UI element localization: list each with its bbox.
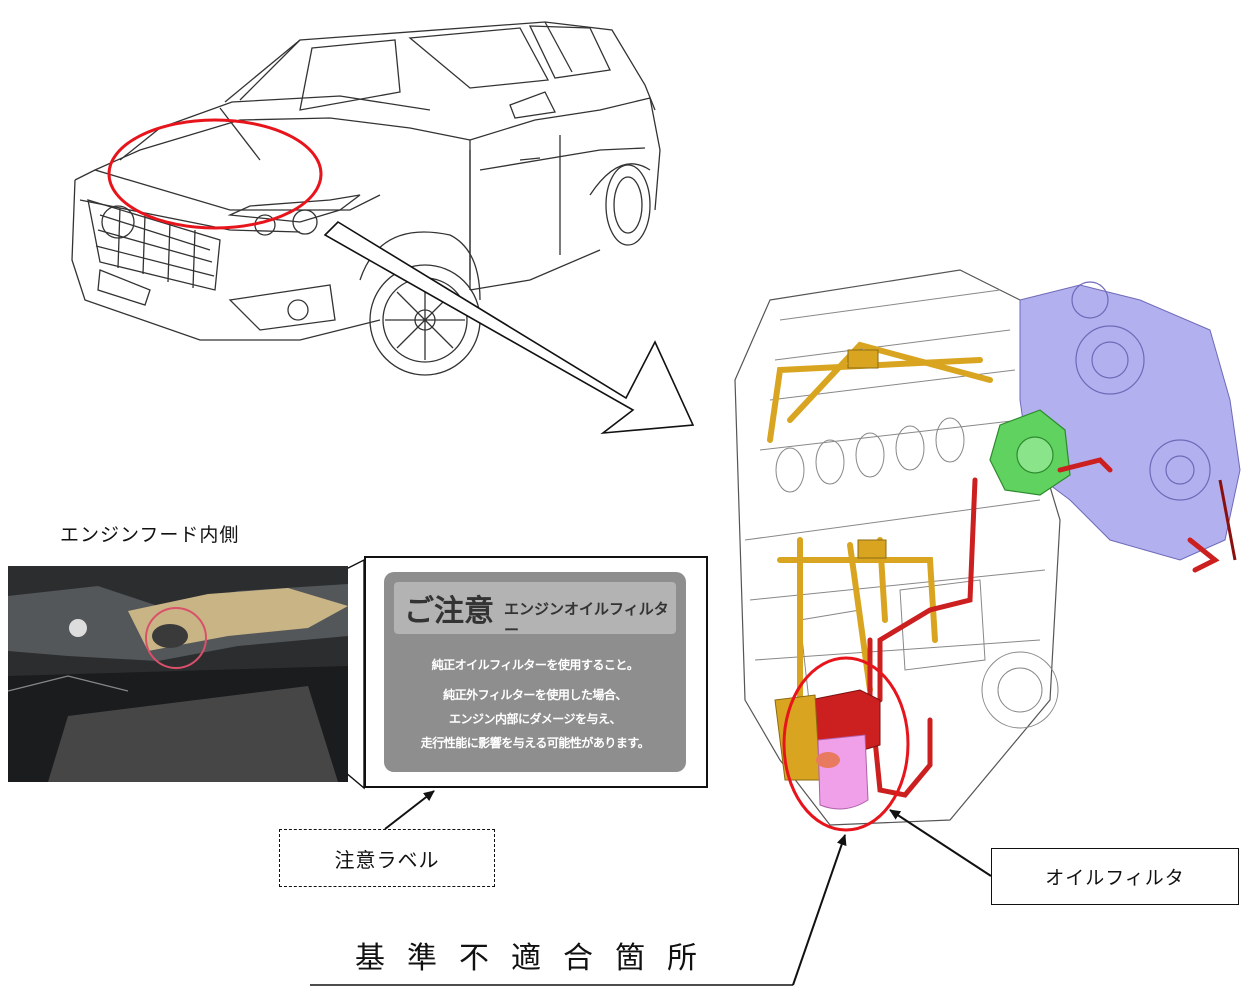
caution-label-plate: ご注意 エンジンオイルフィルター 純正オイルフィルターを使用すること。 純正外フ… [384, 572, 686, 772]
caution-label-subtitle: エンジンオイルフィルター [504, 600, 669, 639]
caution-label-line-3: エンジン内部にダメージを与え、 [449, 712, 621, 726]
caution-label-callout: 注意ラベル [279, 829, 495, 887]
hood-inner-caption: エンジンフード内側 [60, 524, 240, 546]
caution-label-title: ご注意 [404, 594, 494, 629]
caution-label-line-4: 走行性能に影響を与える可能性があります。 [420, 736, 650, 750]
oil-filter-callout: オイルフィルタ [991, 848, 1239, 905]
caution-label-line-1: 純正オイルフィルターを使用すること。 [431, 658, 639, 672]
hood-inner-photo [8, 566, 348, 782]
caution-label-panel: ご注意 エンジンオイルフィルター 純正オイルフィルターを使用すること。 純正外フ… [364, 556, 708, 788]
engine-illustration [734, 269, 1241, 832]
caution-label-header: ご注意 エンジンオイルフィルター [394, 582, 676, 639]
nonconforming-location-caption: 基準不適合箇所 [355, 941, 719, 976]
caution-label-line-2: 純正外フィルターを使用した場合、 [443, 688, 627, 702]
hood-highlight [107, 118, 323, 230]
car-illustration [71, 21, 661, 376]
label-location-highlight [145, 607, 207, 669]
filter-highlight [782, 656, 910, 832]
